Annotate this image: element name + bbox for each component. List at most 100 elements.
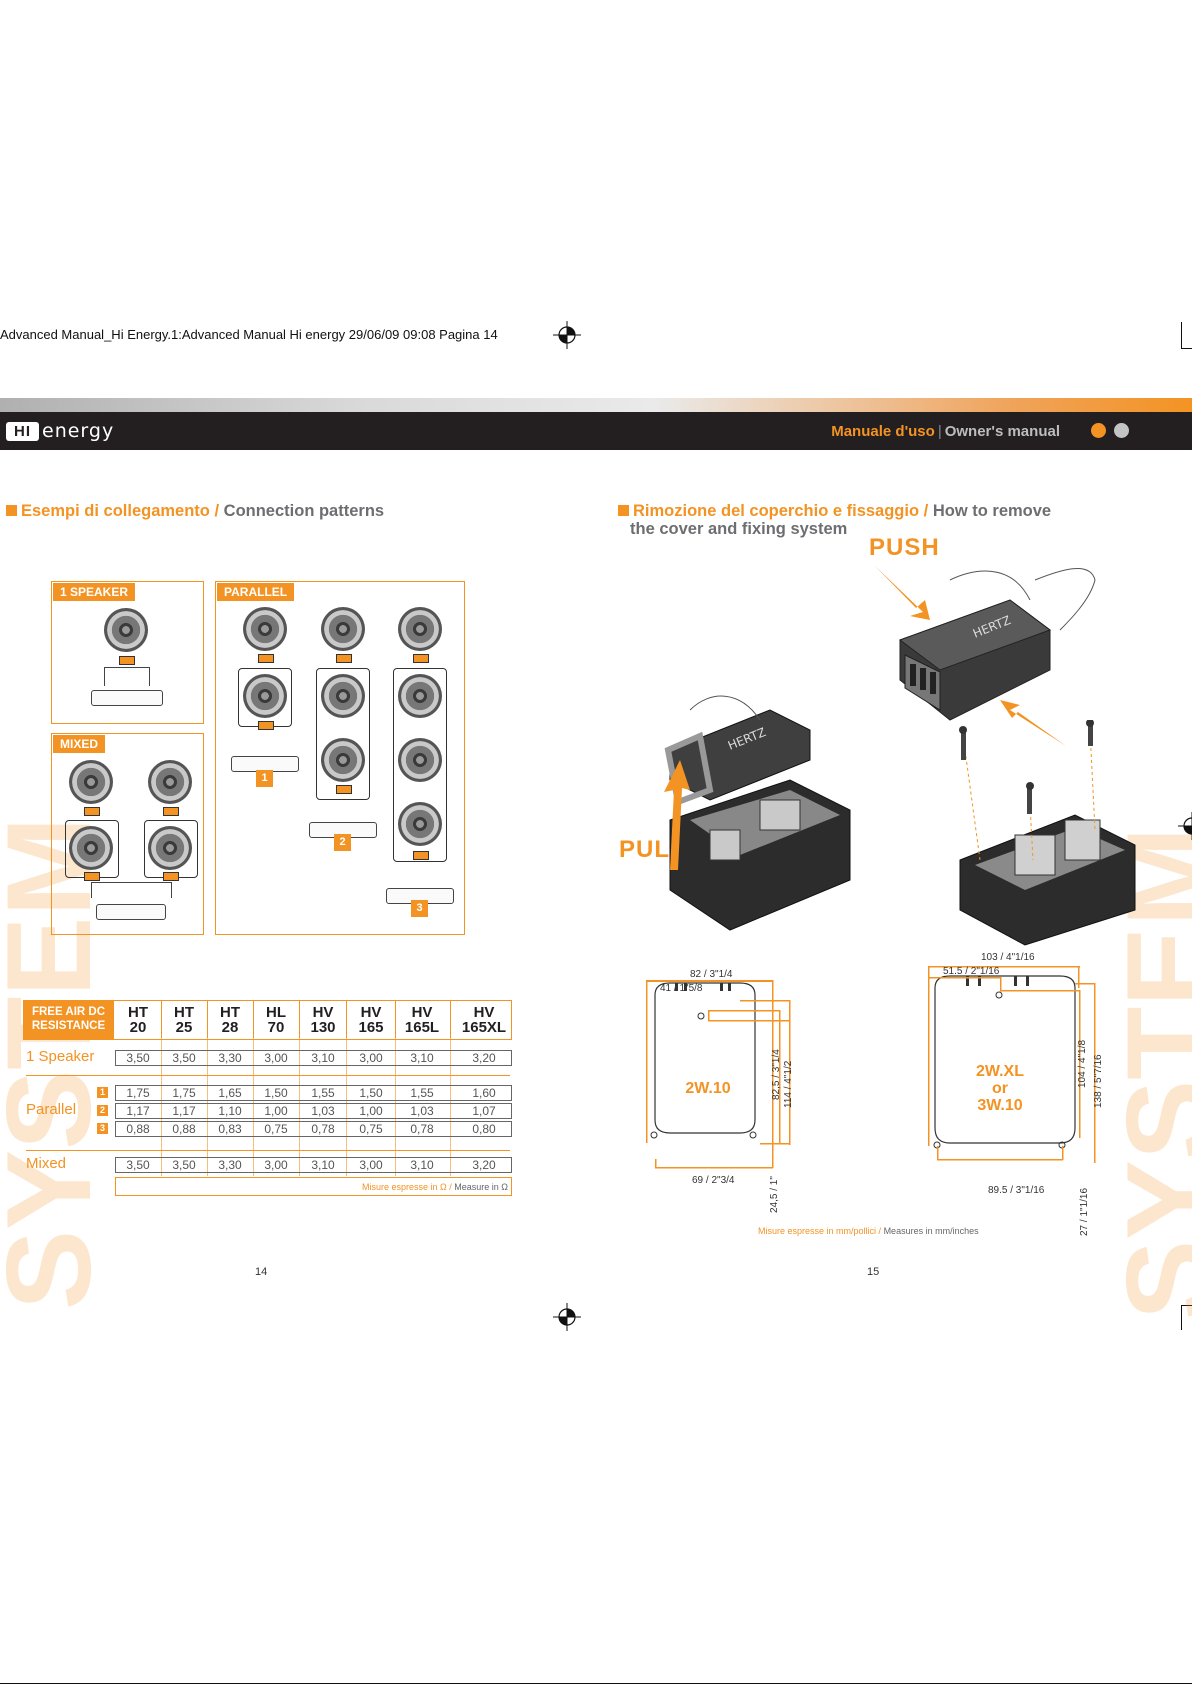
value-cell: 0,78 — [311, 1122, 335, 1136]
value-cell: 1,03 — [410, 1104, 434, 1118]
column-divider — [207, 1038, 208, 1176]
value-cell: 1,17 — [172, 1104, 196, 1118]
manual-title-en: Owner's manual — [944, 423, 1060, 440]
connector-icon — [258, 654, 274, 663]
value-cell: 3,00 — [264, 1051, 288, 1065]
value-cell: 3,50 — [172, 1051, 196, 1065]
logo-energy: energy — [42, 420, 115, 442]
speaker-icon — [398, 607, 442, 651]
parallel-box — [215, 581, 465, 935]
model-size: 130 — [310, 1019, 336, 1036]
connector-icon — [413, 654, 429, 663]
column-divider — [253, 1038, 254, 1176]
model-series: HV — [360, 1004, 382, 1021]
connector-icon — [163, 872, 179, 881]
dim-small-top-outer: 82 / 3"1/4 — [690, 969, 733, 980]
grey-dot-icon — [1114, 423, 1129, 438]
value-cell: 3,10 — [410, 1158, 434, 1172]
model-series: HT — [174, 1004, 194, 1021]
value-row — [115, 1121, 512, 1137]
table-note-frame — [115, 1177, 512, 1196]
manual-title-it: Manuale d'uso — [831, 423, 935, 440]
bullet-square-icon — [618, 505, 629, 516]
value-cell: 0,88 — [172, 1122, 196, 1136]
right-section-title-line2: the cover and fixing system — [630, 520, 847, 538]
value-row — [115, 1085, 512, 1101]
speaker-icon — [243, 607, 287, 651]
registration-mark-icon — [553, 321, 581, 349]
value-cell: 0,88 — [126, 1122, 150, 1136]
value-cell: 1,07 — [472, 1104, 496, 1118]
dim-large-v-height: 27 / 1"1/16 — [1079, 1187, 1090, 1236]
speaker-frame — [393, 668, 447, 862]
value-cell: 1,55 — [410, 1086, 434, 1100]
speaker-icon — [243, 674, 287, 718]
model-series: HT — [128, 1004, 148, 1021]
value-cell: 3,30 — [218, 1051, 242, 1065]
value-cell: 1,50 — [359, 1086, 383, 1100]
value-row — [115, 1050, 512, 1066]
value-cell: 1,03 — [311, 1104, 335, 1118]
dim-large-v-outer: 138 / 5"7/16 — [1093, 1054, 1104, 1108]
bullet-square-icon — [6, 505, 17, 516]
hi-energy-logo: HI energy — [6, 420, 114, 442]
value-cell: 3,50 — [126, 1051, 150, 1065]
right-title-en-2: the cover and fixing system — [630, 520, 848, 538]
value-cell: 1,10 — [218, 1104, 242, 1118]
speaker-icon — [69, 826, 113, 870]
registration-mark-icon — [553, 1303, 581, 1331]
page-number-left: 14 — [255, 1266, 268, 1278]
column-divider — [450, 1038, 451, 1176]
table-header-label: FREE AIR DC RESISTANCE — [23, 1000, 114, 1040]
connector-icon — [84, 807, 100, 816]
model-series: HT — [220, 1004, 240, 1021]
dim-small-v-outer: 114 / 4"1/2 — [783, 1060, 794, 1108]
tag-2: 2 — [334, 834, 351, 851]
model-2w10: 2W.10 — [685, 1080, 731, 1097]
dim-large-bottom: 89.5 / 3"1/16 — [988, 1185, 1045, 1196]
header-divider — [299, 1000, 300, 1038]
model-size: 165XL — [461, 1019, 507, 1036]
left-title-en: Connection patterns — [223, 502, 385, 520]
push-label: PUSH — [869, 534, 940, 561]
crossover-icon — [91, 690, 163, 706]
value-cell: 0,78 — [410, 1122, 434, 1136]
right-section-title: Rimozione del coperchio e fissaggio / Ho… — [618, 502, 1051, 520]
header-divider — [253, 1000, 254, 1038]
speaker-icon — [148, 826, 192, 870]
value-cell: 1,75 — [126, 1086, 150, 1100]
connector-icon — [119, 656, 135, 665]
speaker-icon — [398, 802, 442, 846]
value-cell: 3,10 — [410, 1051, 434, 1065]
speaker-frame — [316, 668, 370, 800]
row-label-parallel: Parallel — [26, 1101, 77, 1118]
value-cell: 0,75 — [264, 1122, 288, 1136]
value-cell: 3,00 — [264, 1158, 288, 1172]
value-cell: 1,00 — [359, 1104, 383, 1118]
connector-icon — [336, 654, 352, 663]
left-section-title: Esempi di collegamento / Connection patt… — [6, 502, 384, 520]
column-divider — [395, 1038, 396, 1176]
header-divider — [395, 1000, 396, 1038]
value-cell: 1,55 — [311, 1086, 335, 1100]
table-note-en: Measure in Ω — [454, 1182, 508, 1192]
connector-icon — [84, 872, 100, 881]
model-2wxl: 2W.XL — [975, 1063, 1024, 1080]
large-unit-outline — [928, 966, 1096, 1163]
right-title-en-1: How to remove — [932, 502, 1052, 520]
dimensions-note-en: Measures in mm/inches — [883, 1226, 979, 1236]
header-divider — [346, 1000, 347, 1038]
logo-hi: HI — [6, 421, 39, 441]
model-size: 70 — [267, 1019, 285, 1036]
page-number-right: 15 — [867, 1266, 880, 1278]
pull-illustration: HERTZ — [664, 695, 851, 931]
header-divider — [450, 1000, 451, 1038]
header-gradient-strip — [0, 398, 1192, 412]
model-3w10: 3W.10 — [977, 1097, 1023, 1114]
mixed-box — [51, 733, 204, 935]
tag-3: 3 — [411, 900, 428, 917]
model-or: or — [992, 1080, 1008, 1097]
value-cell: 1,65 — [218, 1086, 242, 1100]
